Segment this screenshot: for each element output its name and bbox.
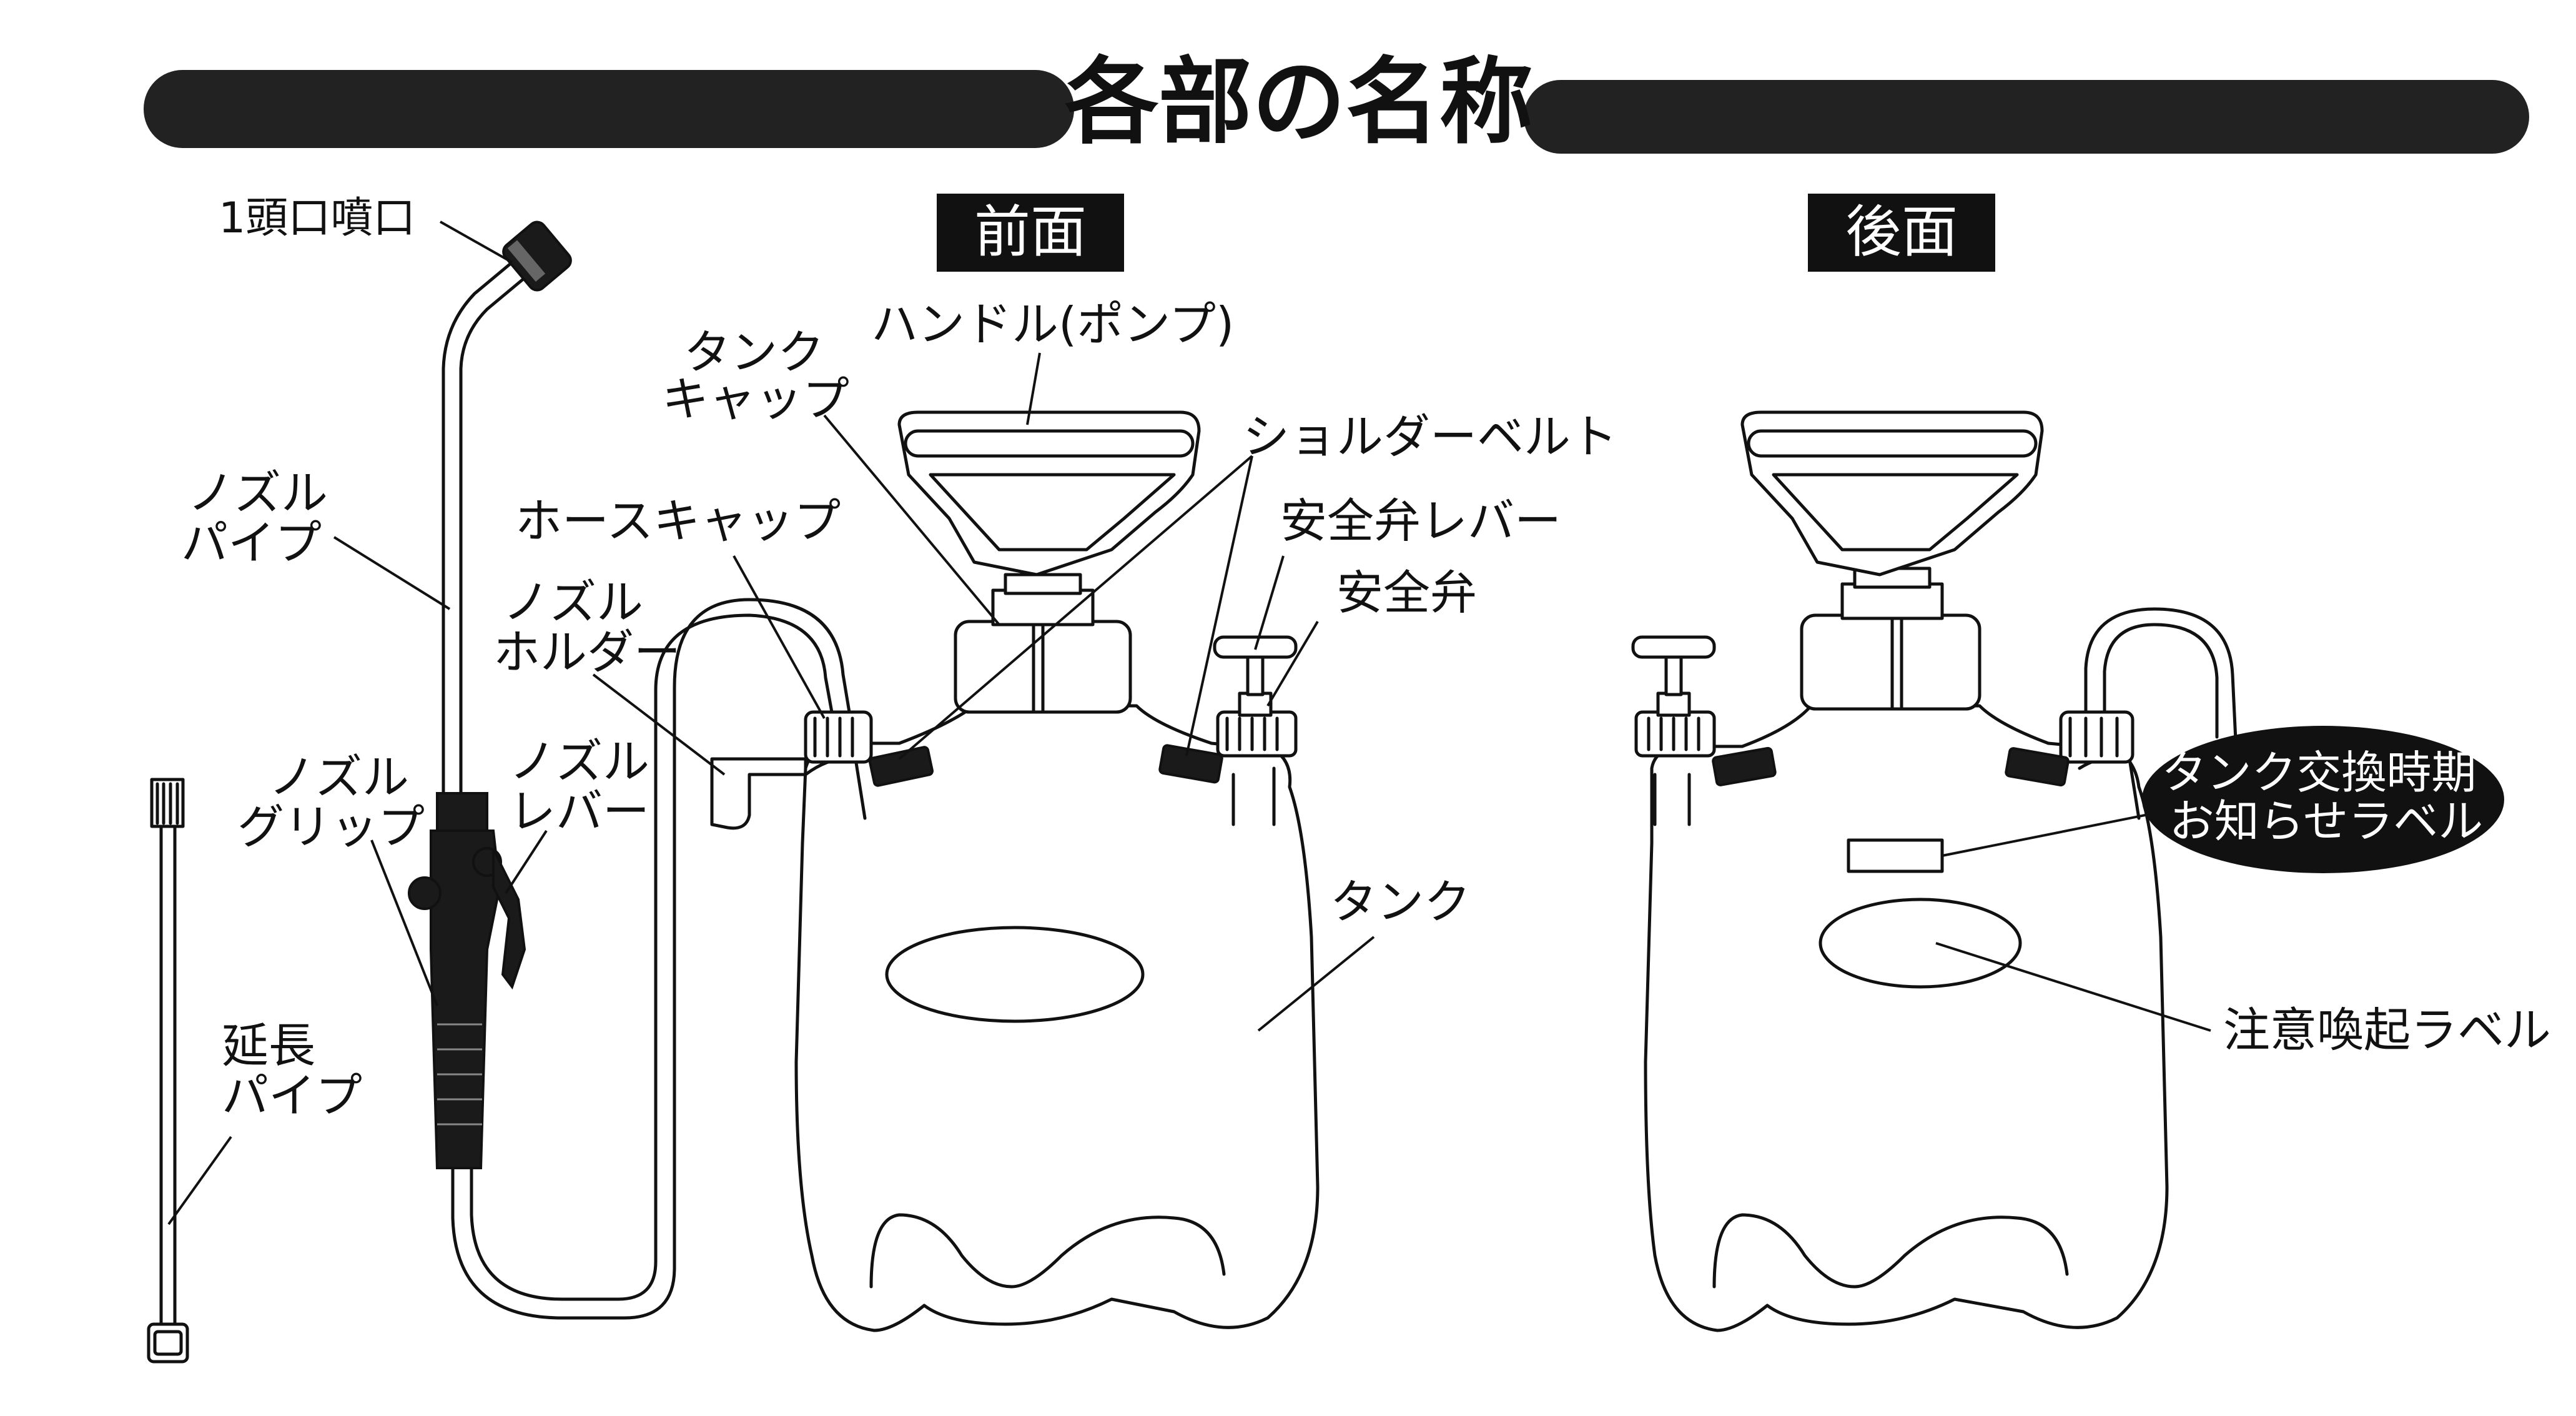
page-title: 各部の名称 bbox=[1065, 48, 1533, 157]
title-bar: 各部の名称 bbox=[144, 48, 2529, 157]
front-sprayer bbox=[710, 410, 1320, 1332]
label-tank-replace: タンク交換時期 お知らせラベル bbox=[2162, 746, 2491, 848]
tank-replace-label-bubble bbox=[2142, 726, 2504, 873]
labels: 1頭口噴口 ノズル パイプ ノズル ホルダー ノズル グリップ ノズル レバー … bbox=[181, 194, 2551, 1123]
label-nozzle-pipe: ノズル パイプ bbox=[181, 465, 343, 570]
label-safety-valve: 安全弁 bbox=[1336, 565, 1477, 620]
label-nozzle-holder: ノズル ホルダー bbox=[493, 575, 681, 680]
label-hose-cap: ホースキャップ bbox=[515, 493, 841, 548]
view-front-header: 前面 bbox=[937, 194, 1124, 272]
view-back-bg bbox=[1808, 194, 1995, 272]
label-handle-pump: ハンドル(ポンプ) bbox=[871, 297, 1234, 352]
title-bar-left bbox=[144, 70, 1074, 148]
label-tank: タンク bbox=[1330, 874, 1471, 929]
view-front-bg bbox=[937, 194, 1124, 272]
label-nozzle-tip: 1頭口噴口 bbox=[219, 194, 415, 243]
nozzle-assembly bbox=[408, 220, 572, 1169]
view-front-label: 前面 bbox=[974, 199, 1087, 265]
label-tank-cap: タンク キャップ bbox=[662, 325, 849, 427]
view-back-header: 後面 bbox=[1808, 194, 1995, 272]
leader-lines bbox=[167, 220, 2224, 1225]
label-extension-pipe: 延長 パイプ bbox=[222, 1018, 362, 1123]
hose bbox=[451, 598, 851, 1320]
title-bar-right bbox=[1524, 80, 2529, 154]
label-nozzle-grip: ノズル グリップ bbox=[237, 750, 425, 854]
view-back-label: 後面 bbox=[1845, 199, 1958, 265]
label-shoulder-belt: ショルダーベルト bbox=[1243, 409, 1617, 464]
label-caution: 注意喚起ラベル bbox=[2223, 1003, 2551, 1057]
label-nozzle-lever: ノズル レバー bbox=[509, 734, 664, 839]
back-sprayer bbox=[1631, 410, 2504, 1332]
extension-pipe bbox=[147, 778, 189, 1364]
label-safety-valve-lever: 安全弁レバー bbox=[1280, 493, 1561, 548]
